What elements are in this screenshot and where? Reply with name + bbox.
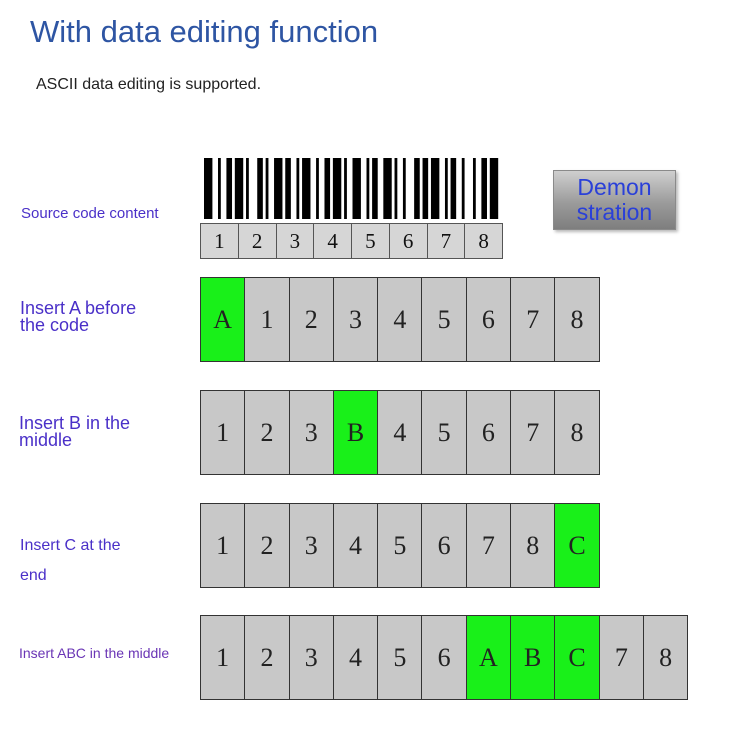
code-cell: 3 [288,503,334,588]
code-cell: 2 [244,390,290,475]
code-cell: 5 [377,615,423,700]
inserted-cell: A [465,615,512,700]
source-digit: 4 [314,224,352,258]
code-cell: 7 [510,390,556,475]
source-label: Source code content [21,205,159,222]
source-digit: 7 [428,224,466,258]
source-digit-row: 1 2 3 4 5 6 7 8 [200,223,503,259]
code-cell: 7 [598,615,644,700]
example-label-line: end [20,567,47,584]
barcode-bar [461,158,465,219]
barcode-bar [472,158,476,219]
barcode-bar [302,158,311,219]
code-cell: 4 [332,503,379,588]
barcode-bar [332,158,342,219]
barcode-bar [422,158,429,219]
source-digit: 1 [201,224,239,258]
barcode-bar [246,158,249,219]
code-cell: 8 [554,277,600,362]
barcode-bar [383,158,392,219]
barcode-bar [372,158,378,219]
inserted-cell: B [332,390,379,475]
example-label-line: middle [19,430,73,450]
code-cell: 7 [465,503,512,588]
barcode-bar [234,158,244,219]
code-cell: 4 [377,390,423,475]
barcode-bar [226,158,233,219]
code-cell: 6 [421,503,467,588]
example-label-insert-a: Insert A before the code [20,298,137,335]
code-cell: 4 [332,615,379,700]
code-cell: 7 [510,277,556,362]
page-title: With data editing function [30,14,379,49]
barcode-bar [257,158,263,219]
barcode-bar [204,158,213,219]
code-cell: 3 [288,390,334,475]
code-cell: 6 [465,390,512,475]
barcode-bar [489,158,499,219]
code-cell: 5 [377,503,423,588]
barcode-bar [218,158,221,219]
barcode-bar [352,158,361,219]
example-label-line: Insert ABC in the middle [19,645,170,661]
code-cell: 2 [244,503,290,588]
code-cell: 1 [200,615,246,700]
source-digit: 3 [277,224,315,258]
example-label-line: Insert C at the [20,537,121,554]
demonstration-button[interactable]: Demon stration [553,170,676,230]
barcode-bar [366,158,370,219]
code-cell: 1 [200,390,246,475]
barcode-bar [316,158,319,219]
barcode-bar [394,158,398,219]
code-cell: 6 [465,277,512,362]
demonstration-button-line1: Demon [577,174,652,200]
barcode-bar [481,158,487,219]
barcode-bar [285,158,291,219]
code-cell: 6 [421,615,467,700]
barcode-bar [274,158,283,219]
barcode-bar [402,158,406,219]
code-cell: 3 [332,277,379,362]
code-cell: 1 [200,503,246,588]
source-digit: 8 [478,228,489,253]
inserted-cell: A [200,277,246,362]
barcode-bar [344,158,347,219]
barcode-bar [265,158,269,219]
barcode-bar [414,158,420,219]
example-label-insert-c: Insert C at the end [20,537,121,584]
source-digit: 5 [352,224,390,258]
example-label-insert-b: Insert B in the middle [19,413,131,450]
code-cell: 5 [421,390,467,475]
code-cell: 5 [421,277,467,362]
source-digit: 6 [390,224,428,258]
barcode-bar [444,158,448,219]
barcode-bar [450,158,457,219]
barcode-bar [296,158,300,219]
inserted-cell: B [510,615,556,700]
code-cell: 8 [510,503,556,588]
code-cell: 2 [288,277,334,362]
source-digit: 2 [239,224,277,258]
example-label-line: Insert A before [20,298,137,318]
barcode-image [204,158,499,219]
barcode-bar [324,158,331,219]
example-label-line: the code [20,315,90,335]
example-label-insert-abc: Insert ABC in the middle [19,645,169,662]
code-cell: 1 [244,277,290,362]
code-cell: 8 [642,615,689,700]
inserted-cell: C [554,503,600,588]
code-cell: 4 [377,277,423,362]
example-label-line: Insert B in the [19,413,131,433]
code-cell: 2 [244,615,290,700]
barcode-bar [430,158,440,219]
code-cell: 8 [554,390,600,475]
inserted-cell: C [554,615,600,700]
demonstration-button-line2: stration [576,199,653,225]
page-subtitle: ASCII data editing is supported. [36,76,262,93]
code-cell: 3 [288,615,334,700]
